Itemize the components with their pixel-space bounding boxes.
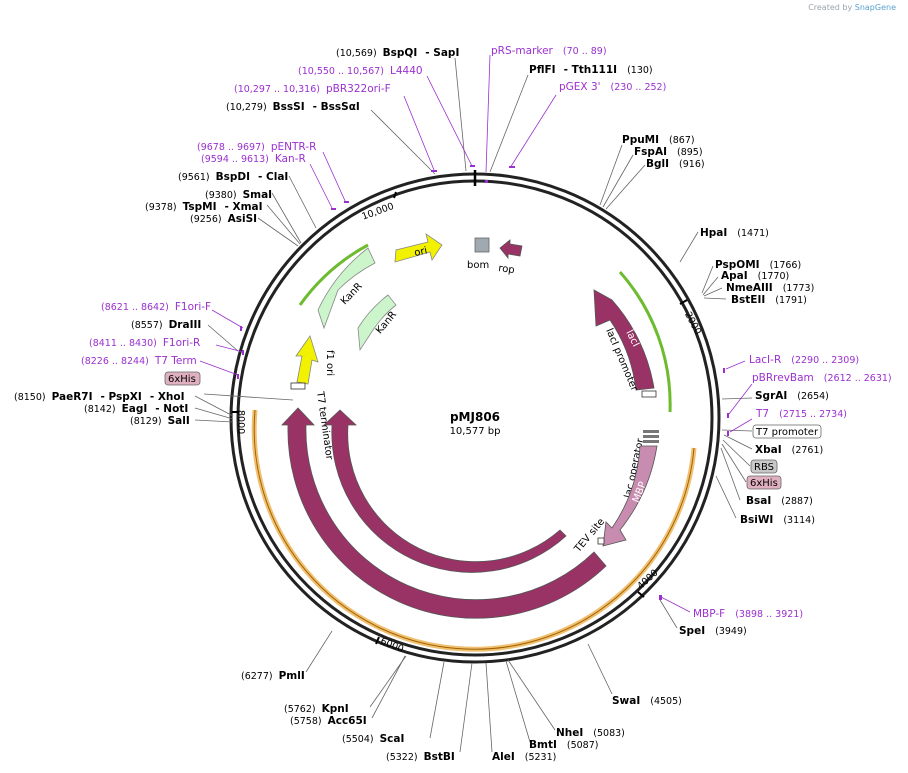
feature-tev: [597, 537, 605, 545]
feature-t7-terminator: [290, 382, 306, 390]
label-6xhis-left: 6xHis: [164, 371, 201, 386]
feature-cas9-inner: [322, 409, 567, 573]
snapgene-logo: SnapGene: [854, 3, 896, 12]
svg-text:HpaI(1471): HpaI(1471): [700, 227, 769, 239]
feature-f1ori-label: f1 ori: [324, 350, 335, 376]
svg-text:(8150)PaeR7I- PspXI- XhoI: (8150)PaeR7I- PspXI- XhoI: [14, 391, 185, 403]
feature-tev-label: TEV site: [572, 517, 607, 556]
plasmid-length: 10,577 bp: [450, 426, 501, 437]
feature-f1ori: [295, 335, 319, 385]
svg-text:(5322)BstBI: (5322)BstBI: [386, 751, 455, 763]
svg-text:PpuMI(867): PpuMI(867): [622, 134, 695, 146]
label-t7-promoter: T7 promoter: [752, 424, 822, 439]
svg-text:AleI(5231): AleI(5231): [492, 751, 556, 763]
svg-text:ApaI(1770): ApaI(1770): [721, 270, 789, 282]
svg-text:XbaI(2761): XbaI(2761): [755, 444, 823, 456]
svg-text:FspAI(895): FspAI(895): [634, 146, 703, 158]
svg-text:T7(2715 .. 2734): T7(2715 .. 2734): [755, 408, 847, 420]
svg-text:SpeI(3949): SpeI(3949): [679, 625, 747, 637]
svg-text:(9561)BspDI- ClaI: (9561)BspDI- ClaI: [178, 171, 288, 183]
svg-text:SgrAI(2654): SgrAI(2654): [755, 390, 829, 402]
feature-laci-promoter: [641, 390, 657, 398]
primer-labels: pRS-marker(70 .. 89) pGEX 3'(230 .. 252)…: [81, 45, 892, 620]
svg-text:(10,569)BspQI- SapI: (10,569)BspQI- SapI: [336, 47, 459, 59]
svg-text:(8142)EagI- NotI: (8142)EagI- NotI: [84, 403, 188, 415]
svg-text:BsiWI(3114): BsiWI(3114): [740, 514, 815, 526]
feature-bom-label: bom: [467, 260, 489, 271]
svg-text:MBP-F(3898 .. 3921): MBP-F(3898 .. 3921): [693, 608, 803, 620]
svg-text:PflFI- Tth111I(130): PflFI- Tth111I(130): [529, 64, 653, 76]
feature-rop: [499, 239, 523, 260]
tick-8000: 8000: [235, 410, 246, 434]
svg-text:(9256)AsiSI: (9256)AsiSI: [190, 213, 257, 225]
svg-text:BglI(916): BglI(916): [646, 158, 705, 170]
svg-text:(8226 .. 8244)T7 Term: (8226 .. 8244)T7 Term: [81, 355, 197, 367]
feature-mbp: [602, 445, 658, 547]
feature-laci: [593, 289, 655, 391]
svg-text:T7 promoter: T7 promoter: [755, 427, 819, 438]
svg-text:(9380)SmaI: (9380)SmaI: [205, 189, 272, 201]
svg-text:(6277)PmlI: (6277)PmlI: [241, 670, 305, 682]
svg-text:(5504)ScaI: (5504)ScaI: [342, 733, 404, 745]
primer-leader-lines: [199, 54, 753, 613]
svg-text:(10,550 .. 10,567)L4440: (10,550 .. 10,567)L4440: [298, 65, 423, 77]
svg-text:PspOMI(1766): PspOMI(1766): [715, 259, 801, 271]
feature-kanr-outer: [317, 247, 376, 330]
plasmid-name: pMJ806: [450, 410, 500, 424]
svg-text:6xHis: 6xHis: [168, 374, 196, 385]
svg-text:NheI(5083): NheI(5083): [556, 727, 625, 739]
feature-ori: [394, 233, 443, 263]
svg-text:BmtI(5087): BmtI(5087): [529, 739, 598, 751]
svg-text:pBRrevBam(2612 .. 2631): pBRrevBam(2612 .. 2631): [752, 372, 892, 384]
tick-10000: 10,000: [360, 201, 395, 223]
svg-text:NmeAIII(1773): NmeAIII(1773): [726, 282, 814, 294]
feature-green-arc-1: [298, 243, 369, 306]
svg-text:(9678 .. 9697)pENTR-R: (9678 .. 9697)pENTR-R: [197, 141, 316, 153]
credit-prefix: Created by: [808, 3, 853, 12]
enzyme-labels: (10,569)BspQI- SapI PflFI- Tth111I(130) …: [14, 47, 829, 763]
backbone: [229, 170, 721, 664]
feature-cas9-outer: [281, 407, 607, 619]
svg-text:(5762)KpnI: (5762)KpnI: [284, 703, 349, 715]
svg-text:(8557)DraIII: (8557)DraIII: [131, 319, 201, 331]
svg-text:RBS: RBS: [754, 462, 774, 473]
feature-lac-operator: [643, 430, 659, 443]
snapgene-credit: Created by SnapGene: [808, 3, 896, 12]
label-rbs: RBS: [750, 459, 778, 474]
primer-marks: [237, 165, 729, 600]
svg-text:pGEX 3'(230 .. 252): pGEX 3'(230 .. 252): [559, 81, 666, 93]
svg-text:6xHis: 6xHis: [750, 478, 778, 489]
svg-text:LacI-R(2290 .. 2309): LacI-R(2290 .. 2309): [749, 354, 859, 366]
label-6xhis-right: 6xHis: [746, 475, 782, 490]
svg-text:SwaI(4505): SwaI(4505): [612, 695, 682, 707]
svg-text:(8621 .. 8642)F1ori-F: (8621 .. 8642)F1ori-F: [101, 301, 211, 313]
svg-text:BsaI(2887): BsaI(2887): [746, 495, 813, 507]
svg-text:(9594 .. 9613)Kan-R: (9594 .. 9613)Kan-R: [201, 153, 306, 165]
feature-rop-label: rop: [498, 263, 516, 276]
svg-text:BstEII(1791): BstEII(1791): [731, 294, 807, 306]
svg-text:(10,297 .. 10,316)pBR322ori-F: (10,297 .. 10,316)pBR322ori-F: [234, 83, 391, 95]
svg-text:pRS-marker(70 .. 89): pRS-marker(70 .. 89): [491, 45, 607, 57]
feature-ori-label: ori: [413, 245, 428, 258]
svg-text:(9378)TspMI- XmaI: (9378)TspMI- XmaI: [145, 201, 263, 213]
svg-text:(8129)SalI: (8129)SalI: [130, 415, 190, 427]
svg-text:(8411 .. 8430)F1ori-R: (8411 .. 8430)F1ori-R: [89, 337, 200, 349]
feature-kanr-inner: [357, 294, 397, 352]
feature-green-arc-2: [618, 271, 672, 413]
leader-lines: [194, 57, 753, 753]
feature-bom: [474, 237, 490, 253]
svg-text:(5758)Acc65I: (5758)Acc65I: [290, 715, 367, 727]
feature-t7-terminator-label: T7 terminator: [314, 390, 335, 462]
svg-text:(10,279)BssSI- BssSαI: (10,279)BssSI- BssSαI: [226, 101, 360, 113]
